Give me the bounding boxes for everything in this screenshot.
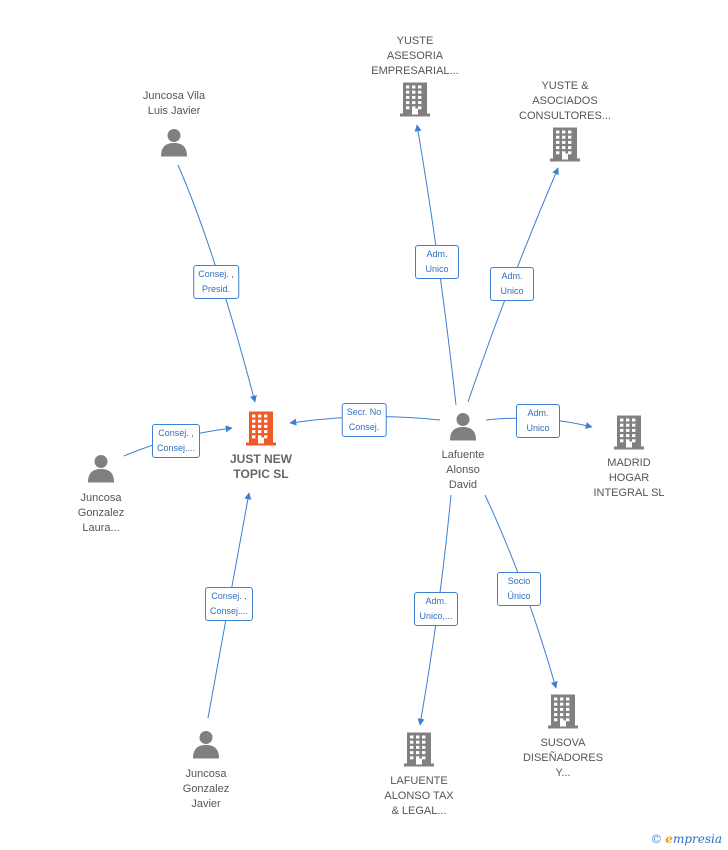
brand-footer: ©empresia (650, 832, 722, 846)
node-label-just_new[interactable]: JUST NEW TOPIC SL (229, 452, 293, 481)
building-icon-susova[interactable] (547, 693, 579, 734)
edge-label-lafuente-just_new[interactable]: Secr. No Consej. (341, 403, 387, 437)
building-icon-madrid_hogar[interactable] (613, 414, 645, 455)
edge-label-lafuente-yuste_asesoria[interactable]: Adm. Unico (415, 245, 459, 279)
node-label-juncosa_javier[interactable]: Juncosa Gonzalez Javier (182, 768, 230, 810)
edge-label-lafuente-yuste_asociados[interactable]: Adm. Unico (490, 267, 534, 301)
node-label-lafuente_tax[interactable]: LAFUENTE ALONSO TAX & LEGAL... (384, 775, 454, 817)
node-label-madrid_hogar[interactable]: MADRID HOGAR INTEGRAL SL (593, 457, 665, 499)
node-label-lafuente[interactable]: Lafuente Alonso David (441, 449, 485, 491)
node-label-juncosa_laura[interactable]: Juncosa Gonzalez Laura... (77, 492, 125, 534)
person-icon-juncosa_laura[interactable] (86, 453, 116, 488)
node-label-yuste_asesoria[interactable]: YUSTE ASESORIA EMPRESARIAL... (371, 35, 459, 77)
edge-label-lafuente-lafuente_tax[interactable]: Adm. Unico,... (414, 592, 458, 626)
building-icon-yuste_asesoria[interactable] (399, 81, 431, 122)
person-icon-lafuente[interactable] (448, 411, 478, 446)
edge-label-lafuente-madrid_hogar[interactable]: Adm. Unico (516, 404, 560, 438)
edge-label-lafuente-susova[interactable]: Socio Único (497, 572, 541, 606)
edge-label-juncosa_vila-just_new[interactable]: Consej. , Presid. (193, 265, 239, 299)
brand-logo-e: e (665, 832, 673, 846)
copyright-icon: © (650, 832, 663, 846)
node-label-juncosa_vila[interactable]: Juncosa Vila Luis Javier (142, 90, 206, 117)
node-label-susova[interactable]: SUSOVA DISEÑADORES Y... (522, 737, 604, 779)
brand-logo-text: mpresia (672, 832, 722, 846)
building-icon-just_new[interactable] (245, 410, 277, 451)
person-icon-juncosa_javier[interactable] (191, 729, 221, 764)
node-label-yuste_asociados[interactable]: YUSTE & ASOCIADOS CONSULTORES... (519, 80, 611, 122)
building-icon-lafuente_tax[interactable] (403, 731, 435, 772)
edge-label-juncosa_laura-just_new[interactable]: Consej. , Consej.... (151, 424, 201, 458)
person-icon-juncosa_vila[interactable] (159, 127, 189, 162)
edge-label-juncosa_javier-just_new[interactable]: Consej. , Consej.... (204, 587, 254, 621)
building-icon-yuste_asociados[interactable] (549, 126, 581, 167)
